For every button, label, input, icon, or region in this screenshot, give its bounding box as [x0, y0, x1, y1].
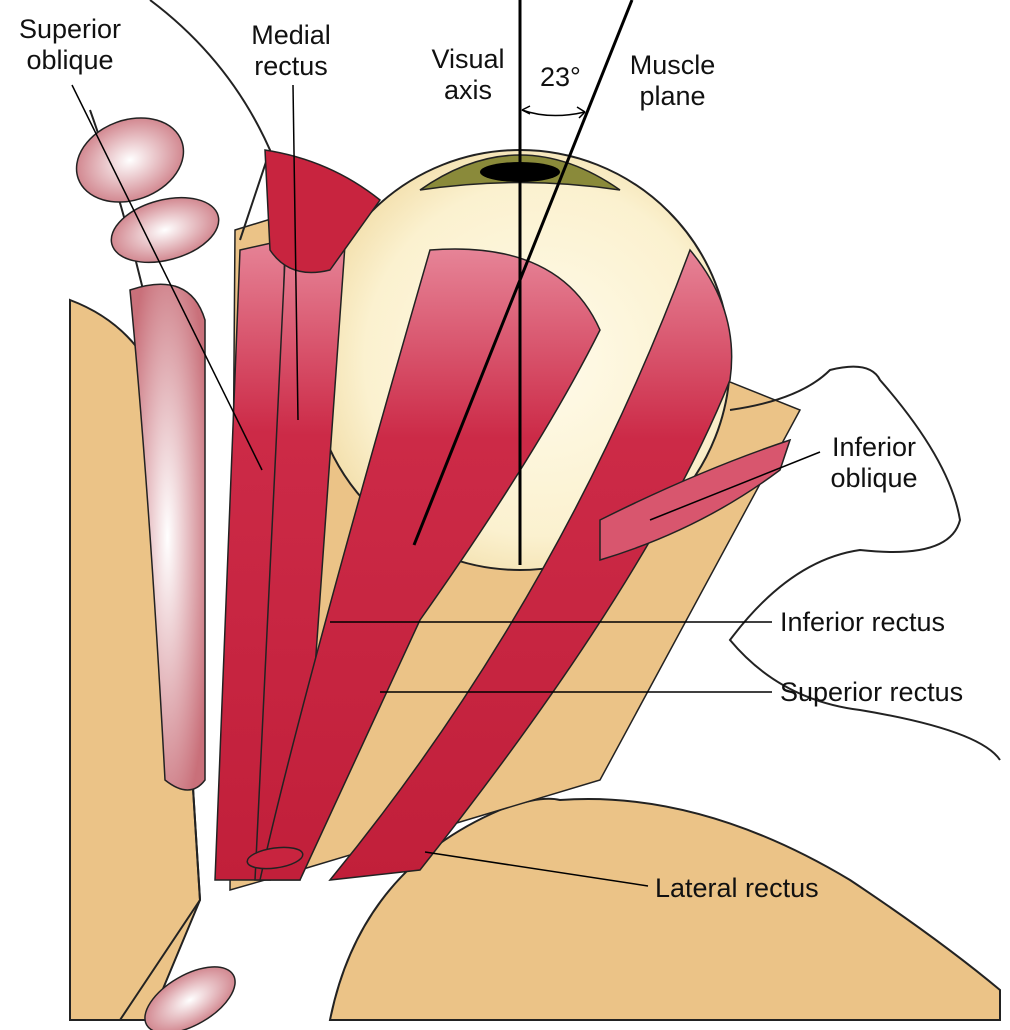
lower-right-bone-region [328, 797, 1001, 1021]
label-line: oblique [26, 45, 114, 75]
muscle-plane-line [412, 0, 634, 546]
label-superior-oblique: Superior oblique [6, 14, 134, 76]
leader-inferior-oblique [649, 451, 821, 521]
superior-rectus-muscle [259, 248, 601, 881]
label-line: plane [639, 81, 706, 111]
leader-medial-rectus [292, 84, 299, 421]
lateral-rectus-muscle [328, 248, 733, 881]
label-line: Superior [18, 14, 122, 44]
annulus-of-zinn [246, 846, 304, 870]
label-angle: 23° [540, 62, 581, 92]
label-line: Inferior [831, 432, 917, 462]
label-line: Medial [251, 20, 331, 50]
label-medial-rectus: Medial rectus [232, 20, 350, 82]
leader-lateral-rectus [424, 851, 649, 887]
label-superior-rectus: Superior rectus [780, 677, 964, 707]
label-line: rectus [254, 51, 328, 81]
inferior-oblique-muscle [599, 438, 792, 562]
leader-superior-oblique [71, 84, 263, 471]
label-lateral-rectus: Lateral rectus [655, 873, 819, 903]
label-line: oblique [830, 463, 918, 493]
upper-orbit-outline [149, 0, 272, 241]
label-inferior-rectus: Inferior rectus [780, 607, 946, 637]
label-line: Visual [431, 44, 505, 74]
label-visual-axis: Visual axis [418, 44, 518, 106]
label-muscle-plane: Muscle plane [615, 50, 730, 112]
label-inferior-oblique: Inferior oblique [815, 432, 933, 494]
label-line: axis [443, 75, 492, 105]
right-orbit-outline [728, 365, 1001, 761]
label-line: Muscle [629, 50, 716, 80]
angle-arc [521, 109, 586, 117]
